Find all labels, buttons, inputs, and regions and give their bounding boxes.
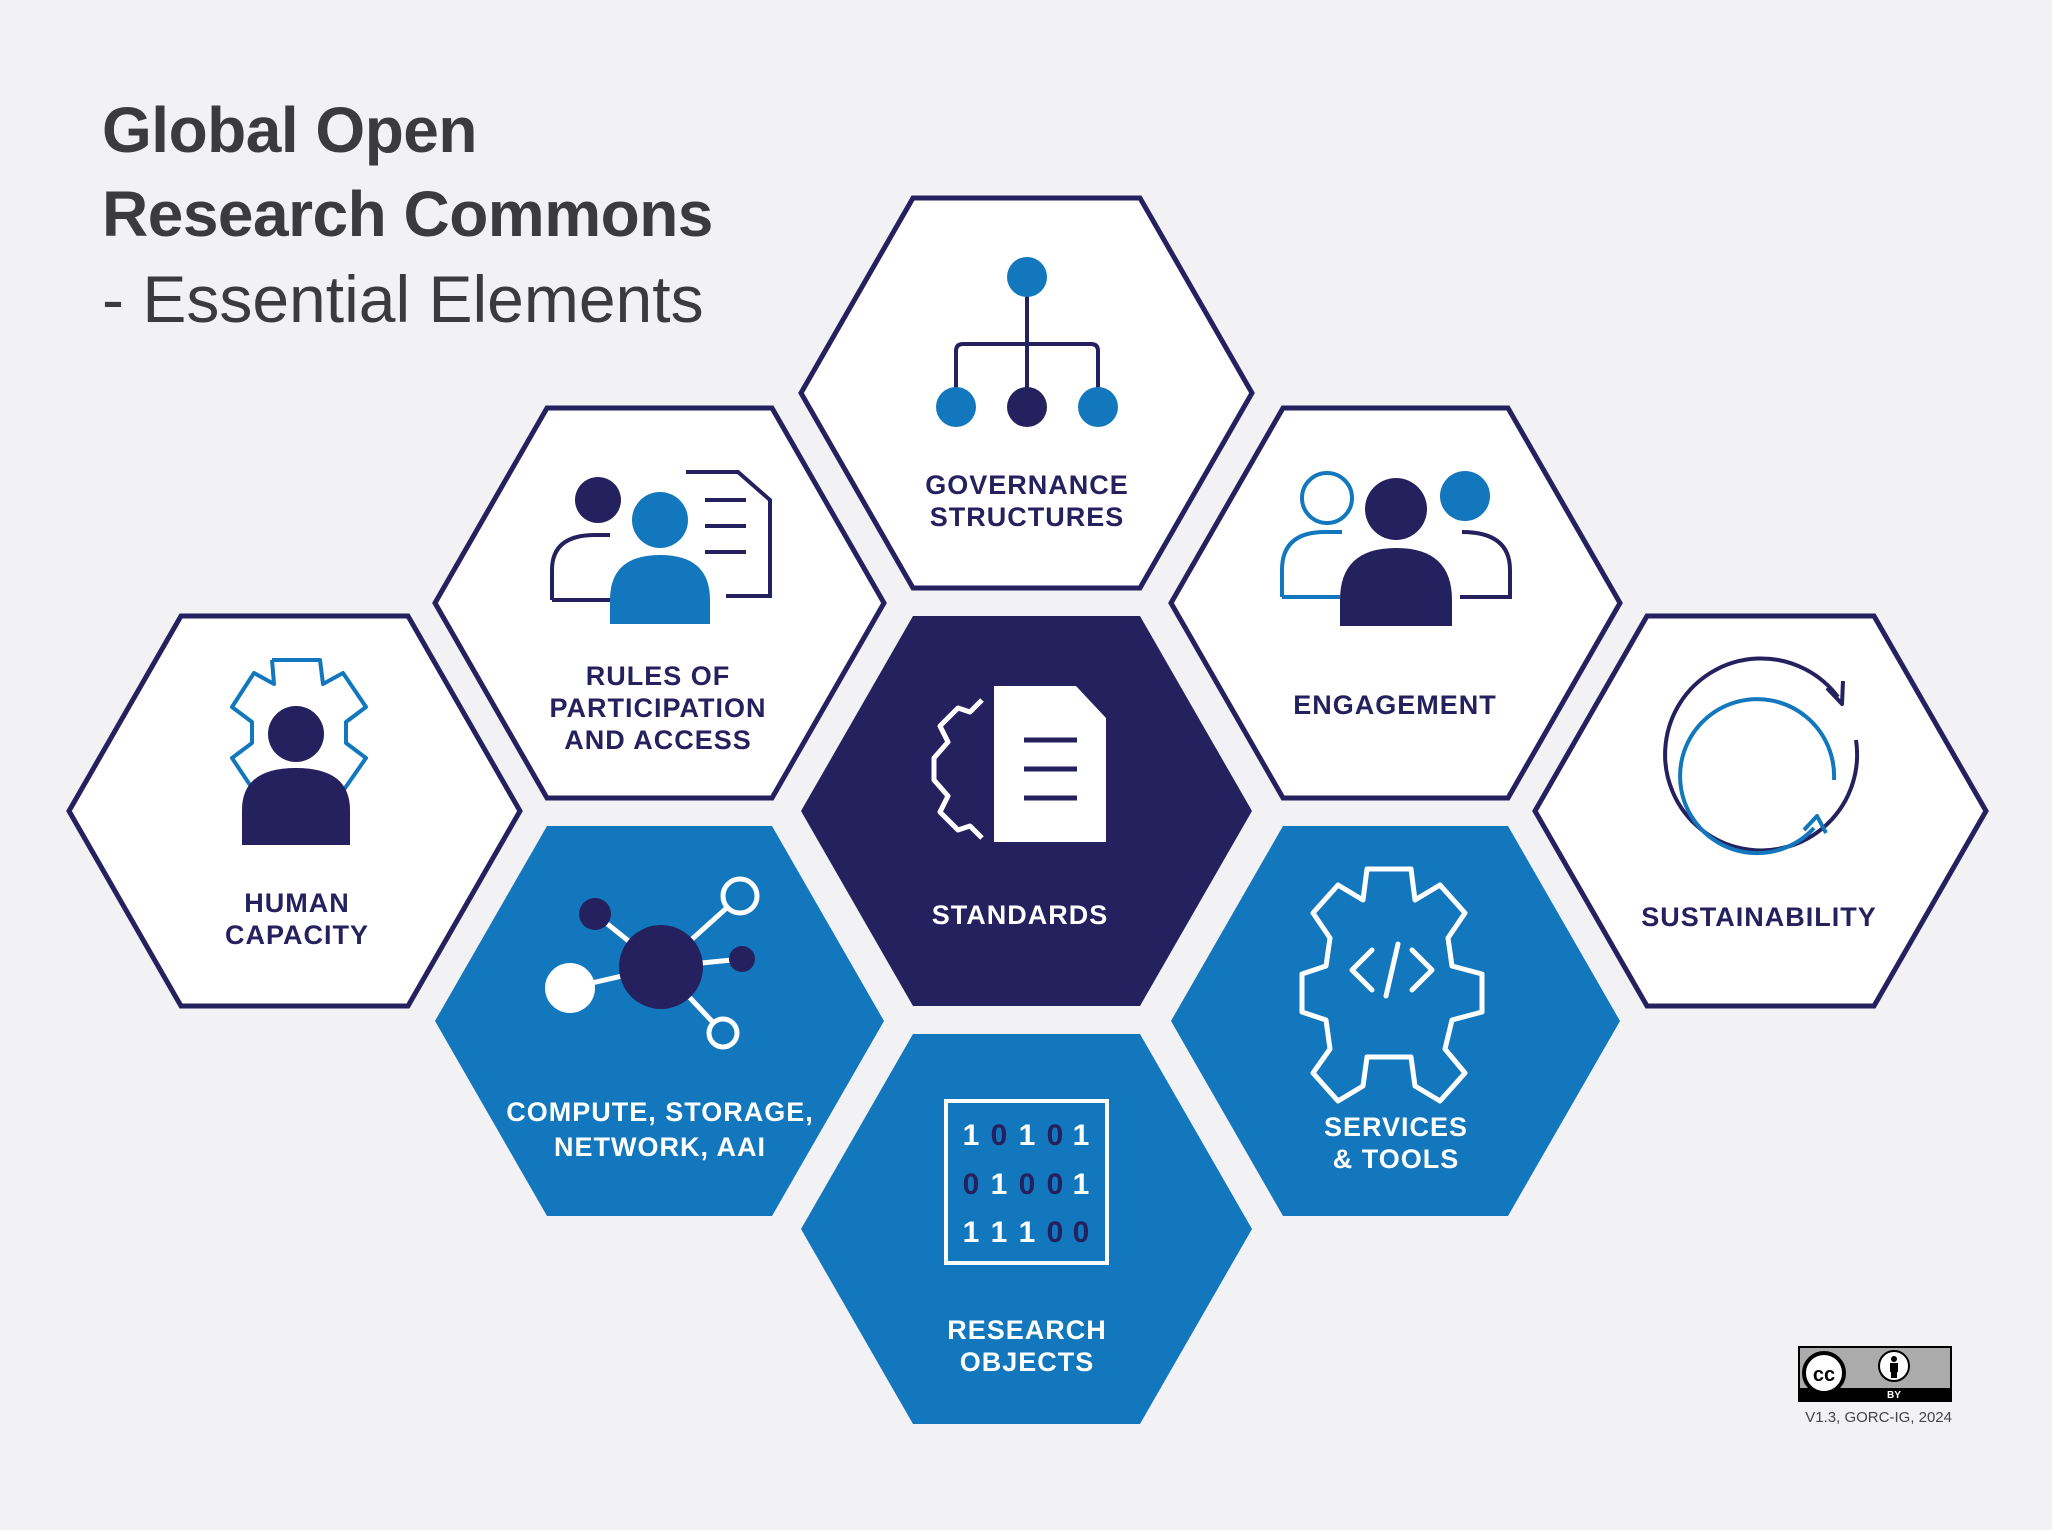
services-label-2: & TOOLS (1333, 1144, 1460, 1174)
binary-digit: 0 (1019, 1168, 1036, 1201)
title-line-1: Global Open (102, 94, 477, 166)
version-text: V1.3, GORC-IG, 2024 (1805, 1409, 1952, 1426)
binary-digit: 0 (1047, 1119, 1064, 1152)
binary-digit: 1 (1019, 1216, 1036, 1249)
hex-human: HUMAN CAPACITY (66, 613, 523, 1009)
research-label-2: OBJECTS (960, 1347, 1095, 1377)
hex-sustainability: SUSTAINABILITY (1532, 613, 1989, 1009)
binary-digit: 1 (991, 1216, 1008, 1249)
hierarchy-icon (936, 257, 1118, 427)
cc-text: cc (1813, 1364, 1835, 1386)
services-label-1: SERVICES (1324, 1112, 1468, 1142)
hex-engagement: ENGAGEMENT (1168, 405, 1623, 801)
binary-digit: 0 (1047, 1216, 1064, 1249)
network-nodes-icon (545, 876, 760, 1050)
binary-digit: 1 (991, 1168, 1008, 1201)
governance-label-2: STRUCTURES (930, 502, 1125, 532)
binary-digit: 1 (1073, 1168, 1090, 1201)
binary-digit: 0 (963, 1168, 980, 1201)
group-people-icon (1280, 471, 1512, 626)
hex-rules: RULES OF PARTICIPATION AND ACCESS (432, 405, 887, 801)
binary-digit: 0 (1073, 1216, 1090, 1249)
rules-label-2: PARTICIPATION (550, 693, 767, 723)
hex-standards: STANDARDS (801, 616, 1252, 1006)
hex-governance: GOVERNANCE STRUCTURES (798, 195, 1255, 591)
gear-document-icon (931, 686, 1106, 842)
cycle-arrows-icon (1663, 656, 1860, 856)
binary-digit: 1 (963, 1216, 980, 1249)
cc-by-license-badge: cc BY (1798, 1346, 1952, 1402)
compute-label-1: COMPUTE, STORAGE, (506, 1097, 814, 1127)
title-line-2: Research Commons (102, 178, 713, 250)
binary-digit: 1 (963, 1119, 980, 1152)
cc-icon (1802, 1351, 1846, 1395)
binary-digit: 1 (1019, 1119, 1036, 1152)
hex-services: SERVICES & TOOLS (1171, 826, 1620, 1216)
rules-label-3: AND ACCESS (564, 725, 752, 755)
people-document-icon (550, 470, 772, 624)
person-gear-icon (230, 658, 368, 845)
binary-digit: 0 (991, 1119, 1008, 1152)
hex-compute: COMPUTE, STORAGE, NETWORK, AAI (435, 826, 884, 1216)
engagement-label: ENGAGEMENT (1293, 690, 1497, 720)
compute-label-2: NETWORK, AAI (554, 1132, 766, 1162)
subtitle: - Essential Elements (102, 262, 704, 336)
by-text: BY (1887, 1390, 1901, 1401)
sustainability-label: SUSTAINABILITY (1641, 902, 1877, 932)
binary-digit: 1 (1073, 1119, 1090, 1152)
governance-label-1: GOVERNANCE (925, 470, 1129, 500)
human-label-2: CAPACITY (225, 920, 369, 950)
human-label-1: HUMAN (244, 888, 350, 918)
title-block: Global Open Research Commons - Essential… (102, 88, 713, 342)
binary-digit: 0 (1047, 1168, 1064, 1201)
gear-code-icon (1299, 866, 1485, 1104)
standards-label: STANDARDS (932, 900, 1109, 930)
rules-label-1: RULES OF (586, 661, 731, 691)
research-label-1: RESEARCH (947, 1315, 1107, 1345)
